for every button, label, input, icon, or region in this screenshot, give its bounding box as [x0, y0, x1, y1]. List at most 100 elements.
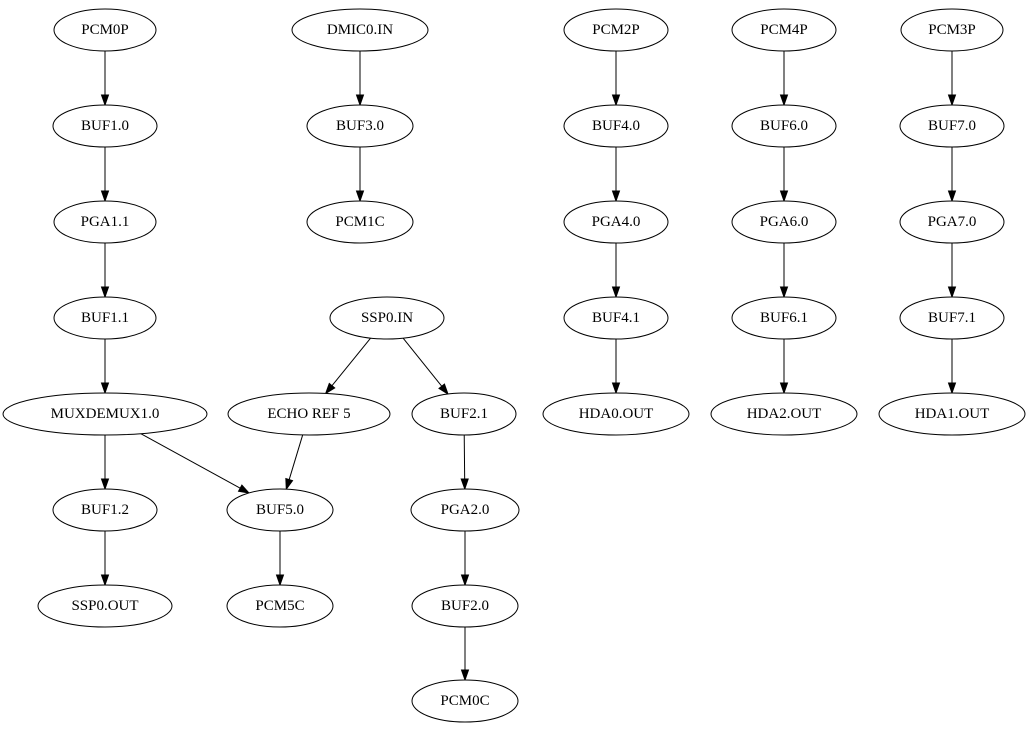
edge-MUXDEMUX1.0-to-BUF5.0	[140, 433, 251, 494]
node-ellipse	[899, 104, 1005, 148]
node-ellipse	[410, 488, 520, 532]
node-label: PCM0C	[440, 693, 489, 709]
arrowhead-icon	[100, 478, 110, 491]
node-label: BUF3.0	[336, 118, 384, 134]
node-ellipse	[226, 584, 334, 628]
node-ellipse	[53, 200, 157, 244]
arrowhead-icon	[100, 190, 110, 203]
arrowhead-icon	[100, 286, 110, 299]
node-label: PCM0P	[81, 22, 129, 38]
edge-PGA1.1-to-BUF1.1	[100, 243, 110, 299]
edge-PCM2P-to-BUF4.0	[611, 51, 621, 107]
arrowhead-icon	[460, 574, 470, 587]
node-label: PCM3P	[928, 22, 976, 38]
edge-SSP0.IN-to-ECHO REF 5	[324, 337, 372, 395]
node-ellipse	[411, 584, 519, 628]
edge-BUF4.1-to-HDA0.OUT	[611, 339, 621, 395]
edge-DMIC0.IN-to-BUF3.0	[355, 51, 365, 107]
node-label: BUF4.1	[592, 310, 640, 326]
arrowhead-icon	[460, 478, 469, 491]
node-label: BUF4.0	[592, 118, 640, 134]
node-ellipse	[53, 296, 157, 340]
node-ellipse	[563, 200, 669, 244]
edge-BUF7.0-to-PGA7.0	[947, 147, 957, 203]
arrowhead-icon	[611, 94, 621, 107]
node-PCM1C: PCM1C	[306, 200, 414, 244]
node-BUF7.0: BUF7.0	[899, 104, 1005, 148]
node-BUF2.1: BUF2.1	[411, 392, 517, 436]
node-ellipse	[411, 392, 517, 436]
node-HDA1.OUT: HDA1.OUT	[878, 392, 1026, 436]
node-label: PCM1C	[335, 214, 384, 230]
node-ellipse	[563, 104, 669, 148]
edge-SSP0.IN-to-BUF2.1	[402, 337, 449, 396]
node-label: MUXDEMUX1.0	[51, 406, 160, 422]
node-ellipse	[731, 8, 837, 52]
arrowhead-icon	[947, 286, 957, 299]
arrowhead-icon	[285, 477, 294, 491]
node-BUF4.0: BUF4.0	[563, 104, 669, 148]
node-ellipse	[731, 296, 837, 340]
edge-PGA7.0-to-BUF7.1	[947, 243, 957, 299]
node-PGA2.0: PGA2.0	[410, 488, 520, 532]
edge-PGA6.0-to-BUF6.1	[779, 243, 789, 299]
node-label: BUF1.2	[81, 502, 129, 518]
node-PGA7.0: PGA7.0	[899, 200, 1005, 244]
node-ellipse	[710, 392, 858, 436]
node-ellipse	[563, 296, 669, 340]
node-PGA4.0: PGA4.0	[563, 200, 669, 244]
node-BUF7.1: BUF7.1	[899, 296, 1005, 340]
arrowhead-icon	[779, 190, 789, 203]
node-PCM2P: PCM2P	[563, 8, 669, 52]
edge-BUF5.0-to-PCM5C	[275, 531, 285, 587]
edge-BUF4.0-to-PGA4.0	[611, 147, 621, 203]
node-label: BUF7.1	[928, 310, 976, 326]
node-label: PCM5C	[255, 598, 304, 614]
arrowhead-icon	[611, 286, 621, 299]
node-label: SSP0.OUT	[71, 598, 138, 614]
node-BUF1.2: BUF1.2	[52, 488, 158, 532]
node-HDA0.OUT: HDA0.OUT	[542, 392, 690, 436]
node-ellipse	[329, 296, 445, 340]
node-label: BUF6.1	[760, 310, 808, 326]
node-MUXDEMUX1.0: MUXDEMUX1.0	[2, 392, 208, 436]
edge-MUXDEMUX1.0-to-BUF1.2	[100, 435, 110, 491]
node-ECHO REF 5: ECHO REF 5	[227, 392, 391, 436]
edge-ECHO REF 5-to-BUF5.0	[285, 434, 304, 491]
node-ellipse	[37, 584, 173, 628]
arrowhead-icon	[947, 382, 957, 395]
node-BUF1.1: BUF1.1	[53, 296, 157, 340]
node-PCM5C: PCM5C	[226, 584, 334, 628]
node-label: BUF1.0	[81, 118, 129, 134]
arrowhead-icon	[355, 94, 365, 107]
arrowhead-icon	[779, 382, 789, 395]
node-ellipse	[306, 104, 414, 148]
node-ellipse	[2, 392, 208, 436]
node-BUF3.0: BUF3.0	[306, 104, 414, 148]
node-label: PCM2P	[592, 22, 640, 38]
node-label: SSP0.IN	[361, 310, 413, 326]
node-label: PGA7.0	[928, 214, 977, 230]
arrowhead-icon	[237, 484, 251, 494]
node-label: DMIC0.IN	[327, 22, 393, 38]
node-ellipse	[542, 392, 690, 436]
node-label: PGA2.0	[441, 502, 490, 518]
node-PGA1.1: PGA1.1	[53, 200, 157, 244]
node-BUF5.0: BUF5.0	[226, 488, 334, 532]
edge-PCM0P-to-BUF1.0	[100, 51, 110, 107]
node-label: BUF2.1	[440, 406, 488, 422]
node-label: HDA1.OUT	[915, 406, 990, 422]
node-ellipse	[226, 488, 334, 532]
node-BUF1.0: BUF1.0	[52, 104, 158, 148]
edge-BUF6.0-to-PGA6.0	[779, 147, 789, 203]
arrowhead-icon	[438, 383, 449, 396]
edge-PGA4.0-to-BUF4.1	[611, 243, 621, 299]
node-ellipse	[227, 392, 391, 436]
node-ellipse	[878, 392, 1026, 436]
arrowhead-icon	[275, 574, 285, 587]
node-label: BUF2.0	[441, 598, 489, 614]
node-BUF6.0: BUF6.0	[731, 104, 837, 148]
arrowhead-icon	[355, 190, 365, 203]
